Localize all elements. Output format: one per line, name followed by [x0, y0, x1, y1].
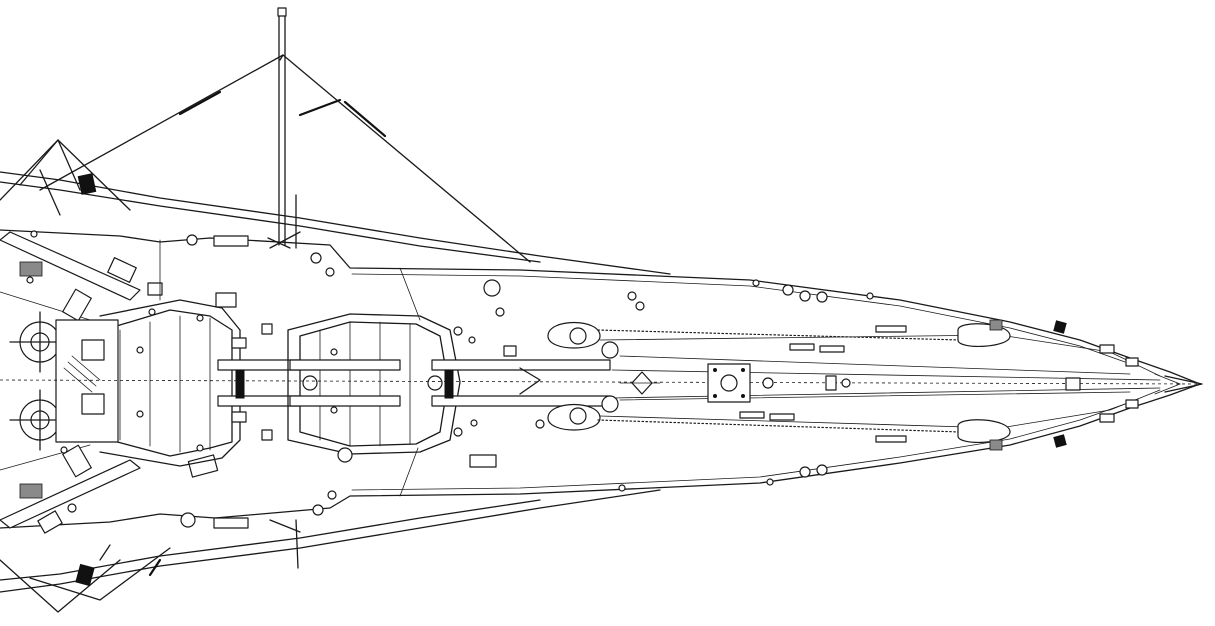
left-superstructure	[0, 139, 249, 613]
aft-turret	[55, 299, 301, 467]
mast-and-derrick	[39, 7, 531, 569]
deck-fittings	[26, 230, 874, 528]
anchor-gear	[547, 319, 1161, 451]
side-booms	[0, 98, 671, 593]
hull-outline	[0, 229, 1203, 529]
forward-turret	[287, 313, 611, 455]
deck-seams	[159, 239, 421, 497]
